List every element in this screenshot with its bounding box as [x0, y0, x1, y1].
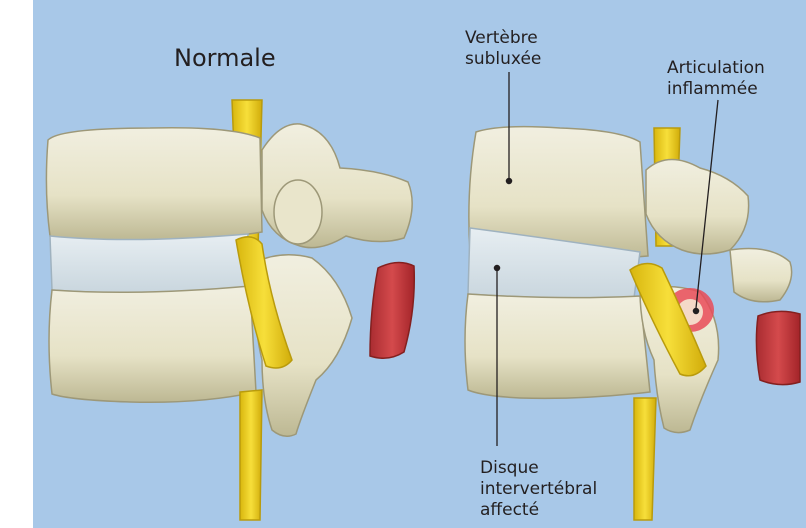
- nerve-root-bottom-left: [240, 390, 262, 520]
- muscle-right: [756, 311, 800, 384]
- lower-vertebral-body-left: [49, 286, 256, 402]
- spinous-process-right: [730, 249, 792, 302]
- leader-disc-dot: [494, 265, 499, 270]
- normal-title: Normale: [174, 44, 276, 72]
- leader-joint-dot: [693, 308, 698, 313]
- lower-vertebral-body-right: [465, 294, 650, 398]
- nerve-root-bottom-right: [634, 398, 656, 520]
- intervertebral-disc-left: [50, 234, 248, 293]
- inflamed-joint-label: Articulation inflammée: [667, 58, 765, 100]
- affected-disc-label: Disque intervertébral affecté: [480, 458, 597, 521]
- facet-joint-upper-left: [274, 180, 322, 244]
- subluxated-vertebra-label: Vertèbre subluxée: [465, 28, 541, 70]
- leader-vertebra-dot: [506, 178, 511, 183]
- upper-vertebral-body-left: [46, 128, 262, 241]
